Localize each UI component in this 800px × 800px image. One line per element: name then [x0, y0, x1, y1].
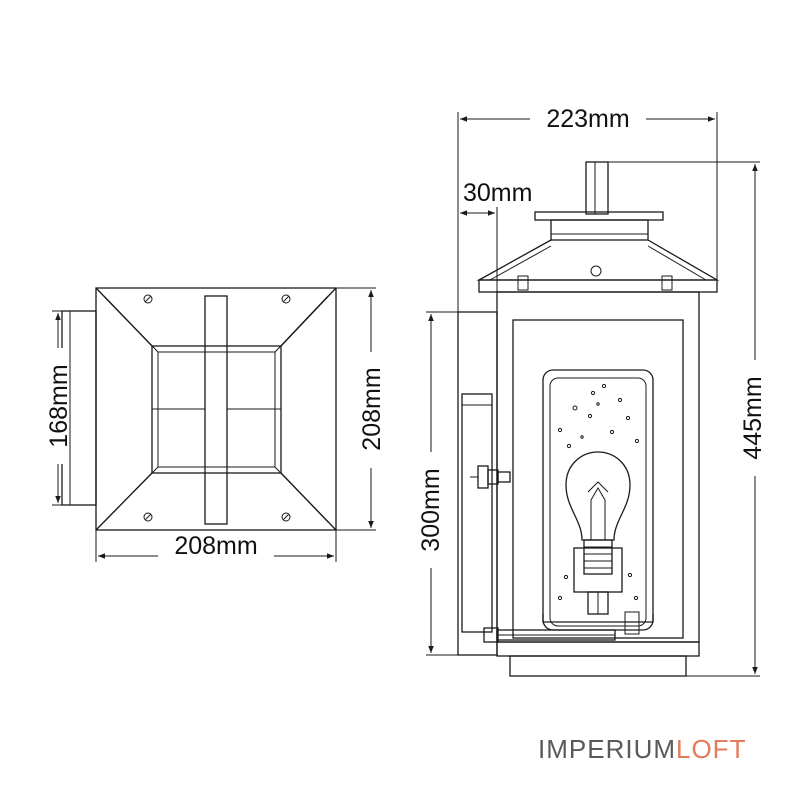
bolt-icon — [590, 265, 602, 277]
brand-logo: IMPERIUMLOFT — [538, 734, 746, 765]
backplate-view — [52, 287, 376, 562]
brand-part1: IMPERIUM — [538, 734, 676, 764]
mounting-bar — [204, 295, 228, 525]
dim-wall-offset: 30mm — [463, 179, 532, 207]
dim-mount-height: 300mm — [417, 468, 445, 551]
glass-shade — [542, 369, 654, 631]
dim-backplate-width: 208mm — [174, 532, 257, 560]
screw-icon — [143, 294, 291, 522]
light-bulb-icon — [565, 451, 631, 615]
dim-lantern-height: 445mm — [739, 376, 767, 459]
top-cap — [534, 211, 664, 221]
dim-plate-height: 168mm — [45, 364, 73, 447]
nut-icon — [470, 465, 511, 489]
lantern-body — [496, 291, 700, 643]
backplate-outer — [95, 287, 337, 531]
finial — [585, 161, 609, 215]
glass-bubbles — [557, 383, 640, 601]
roof — [476, 239, 720, 281]
lantern-base — [509, 655, 687, 677]
dim-lantern-width: 223mm — [546, 105, 629, 133]
dim-backplate-height: 208mm — [358, 367, 386, 450]
brand-part2: LOFT — [676, 734, 747, 764]
